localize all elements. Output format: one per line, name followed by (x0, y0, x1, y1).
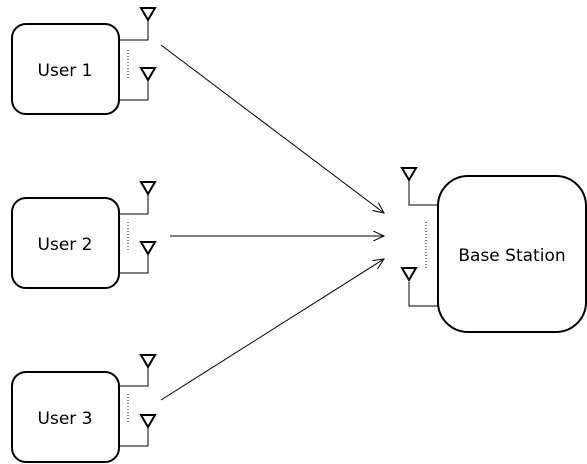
base-station-node: Base Station (400, 167, 587, 333)
user-box (11, 23, 120, 115)
antenna-feed-line (119, 18, 149, 41)
base-station-box (437, 175, 587, 333)
antenna-array (400, 167, 438, 307)
antenna-icon (139, 414, 157, 429)
antenna-feed-line (119, 366, 149, 387)
antenna-feed-line (408, 282, 438, 307)
antenna-array (119, 181, 157, 274)
antenna-array (119, 354, 157, 447)
user-node-3: User 3 (11, 354, 157, 463)
base-station-label: Base Station (458, 246, 565, 266)
user-node-1: User 1 (11, 7, 157, 115)
arrow-user3-to-base (160, 259, 384, 401)
user-box (11, 197, 120, 289)
user-node-2: User 2 (11, 181, 157, 289)
user-label: User 3 (38, 409, 93, 429)
user-label: User 2 (38, 235, 93, 255)
antenna-array (119, 7, 157, 101)
user-label: User 1 (38, 61, 93, 81)
antenna-icon (400, 267, 418, 282)
antenna-feed-line (119, 193, 149, 215)
user-box (11, 371, 120, 463)
antenna-feed-line (119, 253, 149, 274)
arrow-user1-to-base (160, 44, 384, 213)
antenna-icon (139, 354, 157, 369)
antenna-feed-line (408, 180, 438, 206)
antenna-icon (139, 181, 157, 196)
antenna-icon (139, 241, 157, 256)
antenna-feed-line (119, 78, 149, 101)
antenna-icon (139, 7, 157, 22)
antenna-icon (139, 67, 157, 82)
antenna-icon (400, 167, 418, 182)
antenna-feed-line (119, 426, 149, 447)
